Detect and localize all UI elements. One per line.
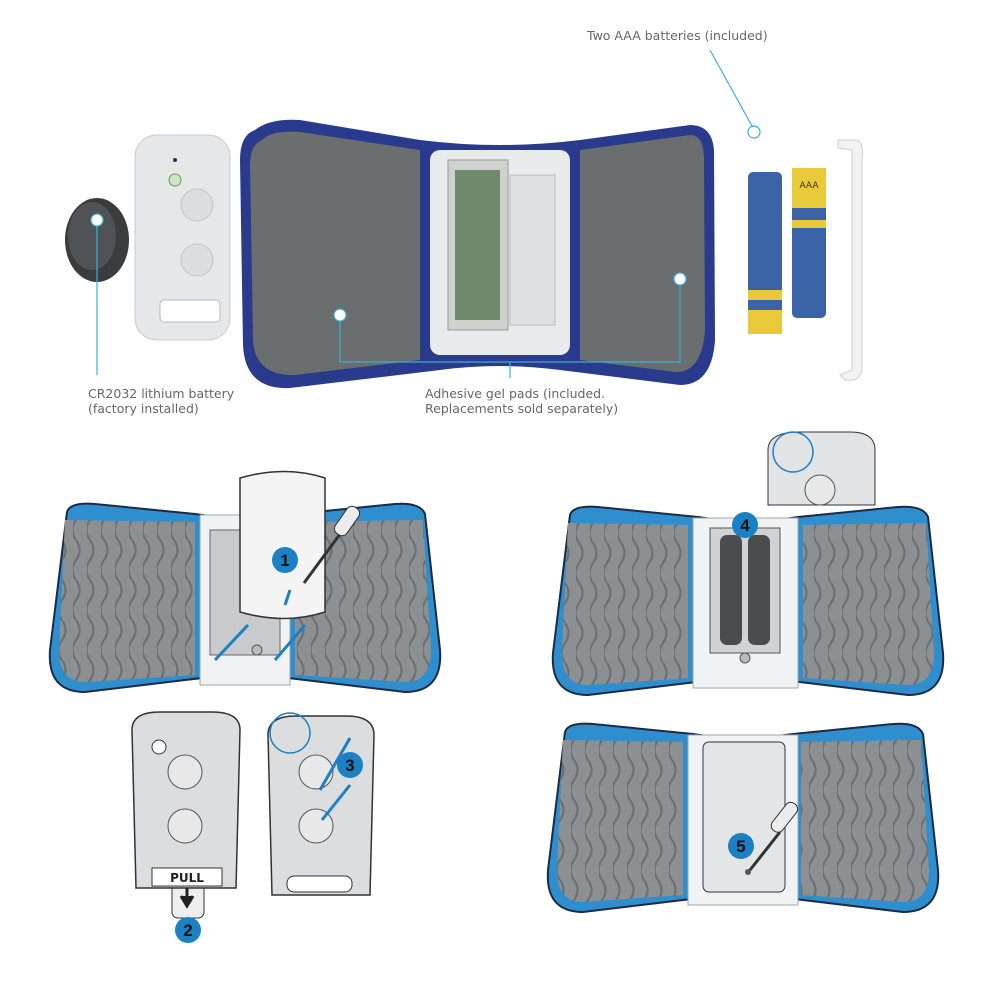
leader-aaa <box>709 49 753 127</box>
svg-text:4: 4 <box>740 516 750 535</box>
step5-device <box>546 722 940 913</box>
step-badge-4: 4 <box>732 512 758 538</box>
svg-text:1: 1 <box>280 551 289 570</box>
leader-coin-dot <box>90 213 104 227</box>
pull-label: PULL <box>170 871 204 885</box>
leader-gel-pads <box>339 285 681 378</box>
step2-fob: PULL <box>131 711 241 919</box>
svg-text:2: 2 <box>183 921 192 940</box>
step-badge-2: 2 <box>175 917 201 943</box>
step3-fob <box>267 712 375 896</box>
step-badge-3: 3 <box>337 752 363 778</box>
svg-text:5: 5 <box>736 837 745 856</box>
screwdriver-icon <box>748 801 799 871</box>
label-coin-battery-line1: CR2032 lithium battery <box>88 386 235 401</box>
led-highlight-icon <box>772 431 814 473</box>
battery-door-photo <box>837 139 863 381</box>
leader-aaa-dot <box>747 125 761 139</box>
step1-arrows <box>213 589 307 662</box>
step-badge-5: 5 <box>728 833 754 859</box>
leader-lines <box>90 49 761 378</box>
leader-pad-right-dot <box>673 272 687 286</box>
label-aaa-batteries: Two AAA batteries (included) <box>587 28 768 43</box>
step1-cover <box>239 470 326 620</box>
label-gel-pads-line2: Replacements sold separately) <box>425 401 619 416</box>
screwdriver-icon <box>302 505 361 584</box>
label-coin-battery-line2: (factory installed) <box>88 401 199 416</box>
battery-print: AAA <box>800 181 820 191</box>
step4-cover <box>767 431 876 506</box>
remote-fob-photo <box>134 134 231 341</box>
led-highlight-icon <box>269 712 311 754</box>
svg-text:3: 3 <box>345 756 354 775</box>
step-badge-1: 1 <box>272 547 298 573</box>
leader-pad-left-dot <box>333 308 347 322</box>
step4-device <box>551 505 945 696</box>
label-gel-pads-line1: Adhesive gel pads (included. <box>425 386 606 401</box>
main-device-photo <box>240 119 715 389</box>
aaa-batteries-photo: AAA <box>748 168 826 334</box>
power-icon <box>151 739 167 755</box>
